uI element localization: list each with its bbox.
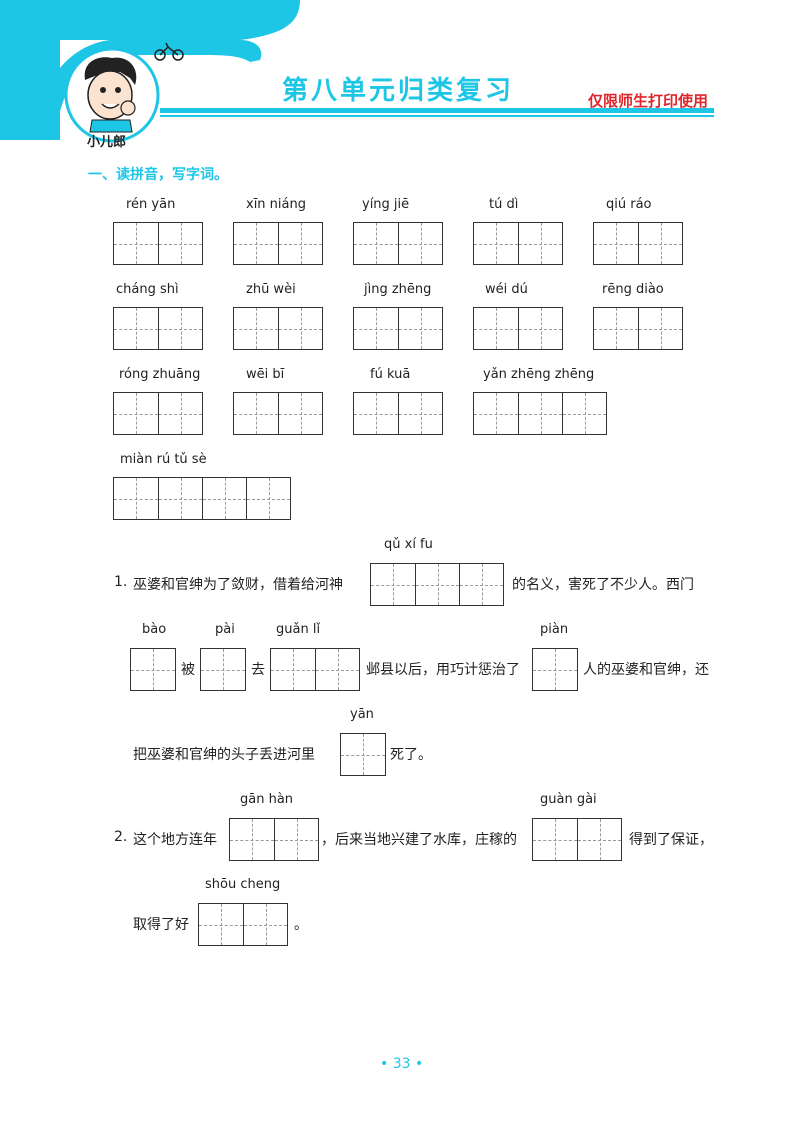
writing-grid[interactable] [270, 648, 360, 691]
sentence-text: 的名义，害死了不少人。西门 [512, 577, 694, 593]
sentence-text: 去 [251, 662, 265, 678]
writing-grid[interactable] [353, 307, 443, 350]
writing-grid[interactable] [113, 477, 291, 520]
brand-label: 小儿郎 [87, 135, 127, 150]
header-decoration [0, 0, 714, 143]
pinyin-label: xīn niáng [246, 197, 306, 212]
pinyin-label: rēng diào [602, 282, 664, 297]
writing-grid[interactable] [130, 648, 176, 691]
sentence-text: 。 [294, 917, 308, 933]
sentence-text: ，后来当地兴建了水库，庄稼的 [321, 832, 517, 848]
pinyin-label: yǎn zhēng zhēng [483, 367, 595, 382]
pinyin-label: wēi bī [246, 367, 285, 382]
pinyin-label: gān hàn [240, 792, 294, 807]
sentence-text: 邺县以后，用巧计惩治了 [366, 662, 520, 678]
sentence-text: 得到了保证， [629, 832, 713, 848]
sentence-text: 巫婆和官绅为了敛财，借着给河神 [133, 577, 343, 593]
writing-grid[interactable] [233, 307, 323, 350]
writing-grid[interactable] [198, 903, 288, 946]
pinyin-label: fú kuā [370, 367, 411, 382]
writing-grid[interactable] [229, 818, 319, 861]
question-number: 1. [114, 574, 128, 590]
sentence-text: 被 [181, 662, 195, 678]
sentence-text: 人的巫婆和官绅，还 [583, 662, 709, 678]
pinyin-label: jìng zhēng [364, 282, 432, 297]
page-number: • 33 • [380, 1056, 424, 1072]
writing-grid[interactable] [340, 733, 386, 776]
pinyin-label: bào [142, 622, 167, 637]
sentence-text: 取得了好 [133, 917, 189, 933]
sentence-text: 这个地方连年 [133, 832, 217, 848]
writing-grid[interactable] [233, 222, 323, 265]
page-title: 第八单元归类复习 [282, 76, 515, 106]
pinyin-label: tú dì [489, 197, 519, 212]
writing-grid[interactable] [233, 392, 323, 435]
sentence-text: 把巫婆和官绅的头子丢进河里 [133, 747, 315, 763]
writing-grid[interactable] [353, 222, 443, 265]
pinyin-label: zhū wèi [246, 282, 296, 297]
writing-grid[interactable] [593, 307, 683, 350]
bicycle-icon [154, 42, 184, 61]
writing-grid[interactable] [113, 222, 203, 265]
question-number: 2. [114, 829, 128, 845]
pinyin-label: qiú ráo [606, 197, 652, 212]
pinyin-label: guàn gài [540, 792, 597, 807]
sentence-text: 死了。 [390, 747, 432, 763]
pinyin-label: rén yān [126, 197, 176, 212]
usage-restriction: 仅限师生打印使用 [588, 92, 709, 110]
writing-grid[interactable] [532, 818, 622, 861]
writing-grid[interactable] [113, 307, 203, 350]
writing-grid[interactable] [473, 392, 607, 435]
pinyin-label: yíng jiē [362, 197, 410, 212]
writing-grid[interactable] [593, 222, 683, 265]
section-title: 一、读拼音，写字词。 [88, 167, 228, 183]
writing-grid[interactable] [370, 563, 504, 606]
pinyin-label: róng zhuāng [119, 367, 201, 382]
pinyin-label: wéi dú [485, 282, 528, 297]
writing-grid[interactable] [473, 222, 563, 265]
pinyin-label: miàn rú tǔ sè [120, 452, 207, 467]
pinyin-label: shōu cheng [205, 877, 281, 892]
pinyin-label: pài [215, 622, 235, 637]
writing-grid[interactable] [473, 307, 563, 350]
writing-grid[interactable] [200, 648, 246, 691]
writing-grid[interactable] [113, 392, 203, 435]
boy-mascot-icon [84, 57, 137, 133]
pinyin-label: qǔ xí fu [384, 537, 433, 552]
writing-grid[interactable] [532, 648, 578, 691]
pinyin-label: guǎn lǐ [276, 622, 321, 637]
pinyin-label: yān [350, 707, 374, 722]
pinyin-label: cháng shì [116, 282, 179, 297]
writing-grid[interactable] [353, 392, 443, 435]
pinyin-label: piàn [540, 622, 569, 637]
